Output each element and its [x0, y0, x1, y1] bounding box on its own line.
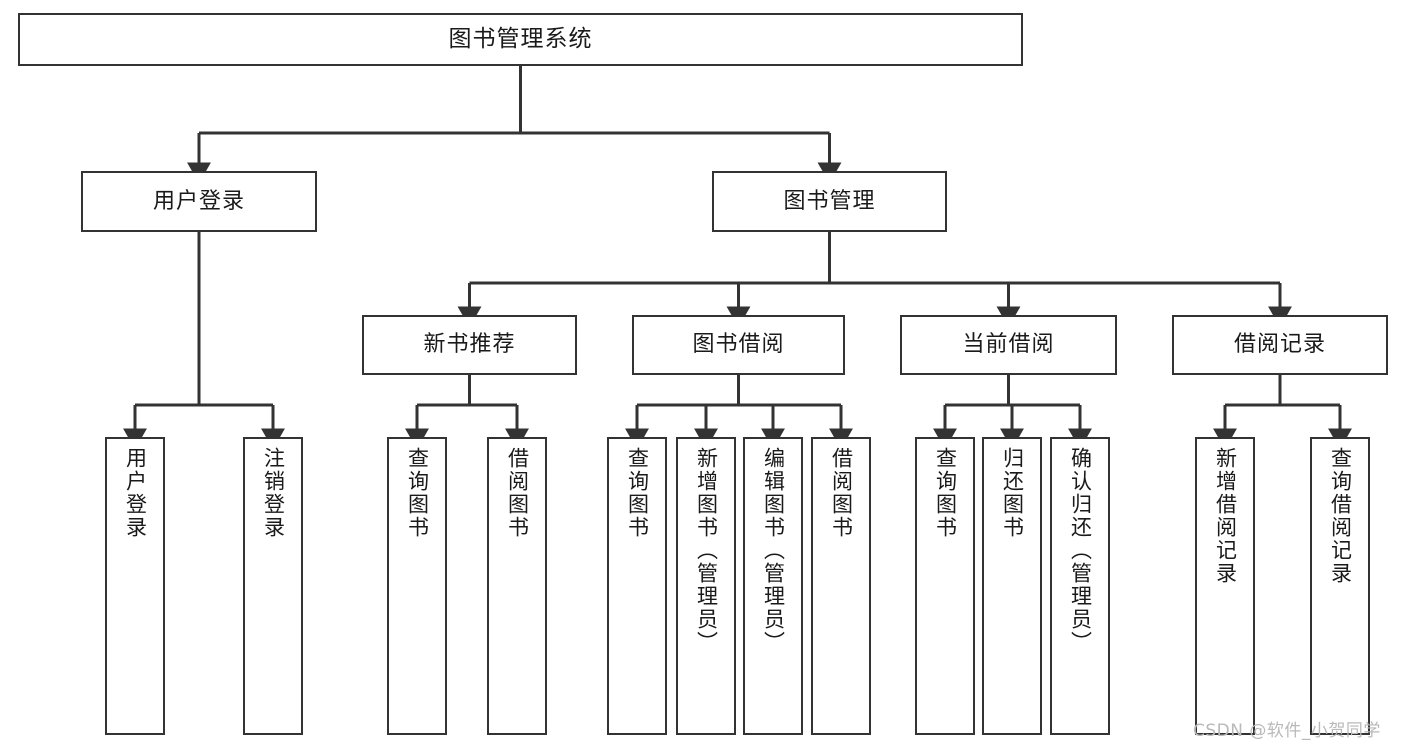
node-label-records: 借阅记录 — [1233, 332, 1326, 358]
node-cb-return[interactable]: 归还图书 — [982, 437, 1042, 735]
node-label-newbook: 新书推荐 — [423, 332, 516, 358]
node-login[interactable]: 用户登录 — [81, 171, 317, 232]
node-rc-add[interactable]: 新增借阅记录 — [1195, 437, 1255, 735]
node-root[interactable]: 图书管理系统 — [18, 13, 1023, 66]
node-label-bk-query: 查询图书 — [625, 447, 650, 539]
node-newbook[interactable]: 新书推荐 — [362, 315, 577, 375]
node-label-cb-query: 查询图书 — [933, 447, 958, 539]
node-label-userlogin: 用户登录 — [123, 447, 148, 539]
node-bk-borrow[interactable]: 借阅图书 — [811, 437, 871, 735]
node-label-bk-edit: 编辑图书（管理员） — [761, 447, 786, 654]
node-label-cb-return: 归还图书 — [1000, 447, 1025, 539]
node-label-bookmgmt: 图书管理 — [783, 188, 876, 214]
node-label-cb-confirm: 确认归还（管理员） — [1068, 447, 1093, 654]
node-label-login: 用户登录 — [152, 188, 245, 214]
node-label-borrow: 图书借阅 — [692, 332, 785, 358]
node-label-root: 图书管理系统 — [448, 25, 593, 52]
node-label-nb-query: 查询图书 — [405, 447, 430, 539]
node-nb-query[interactable]: 查询图书 — [387, 437, 447, 735]
node-rc-query[interactable]: 查询借阅记录 — [1310, 437, 1370, 735]
node-current[interactable]: 当前借阅 — [900, 315, 1117, 375]
node-bk-query[interactable]: 查询图书 — [607, 437, 667, 735]
node-userlogin[interactable]: 用户登录 — [105, 437, 165, 735]
node-label-bk-borrow: 借阅图书 — [829, 447, 854, 539]
node-records[interactable]: 借阅记录 — [1172, 315, 1388, 375]
node-cb-confirm[interactable]: 确认归还（管理员） — [1050, 437, 1110, 735]
node-logout[interactable]: 注销登录 — [243, 437, 303, 735]
node-label-nb-borrow: 借阅图书 — [505, 447, 530, 539]
node-bk-add[interactable]: 新增图书（管理员） — [676, 437, 736, 735]
node-label-rc-add: 新增借阅记录 — [1213, 447, 1238, 585]
node-nb-borrow[interactable]: 借阅图书 — [487, 437, 547, 735]
node-label-logout: 注销登录 — [261, 447, 286, 539]
node-label-current: 当前借阅 — [962, 332, 1055, 358]
node-bookmgmt[interactable]: 图书管理 — [712, 171, 947, 232]
node-cb-query[interactable]: 查询图书 — [915, 437, 975, 735]
node-label-rc-query: 查询借阅记录 — [1328, 447, 1353, 585]
node-bk-edit[interactable]: 编辑图书（管理员） — [743, 437, 803, 735]
csdn-watermark: CSDN @软件_小贺同学 — [1193, 721, 1381, 741]
node-borrow[interactable]: 图书借阅 — [632, 315, 845, 375]
node-label-bk-add: 新增图书（管理员） — [694, 447, 719, 654]
